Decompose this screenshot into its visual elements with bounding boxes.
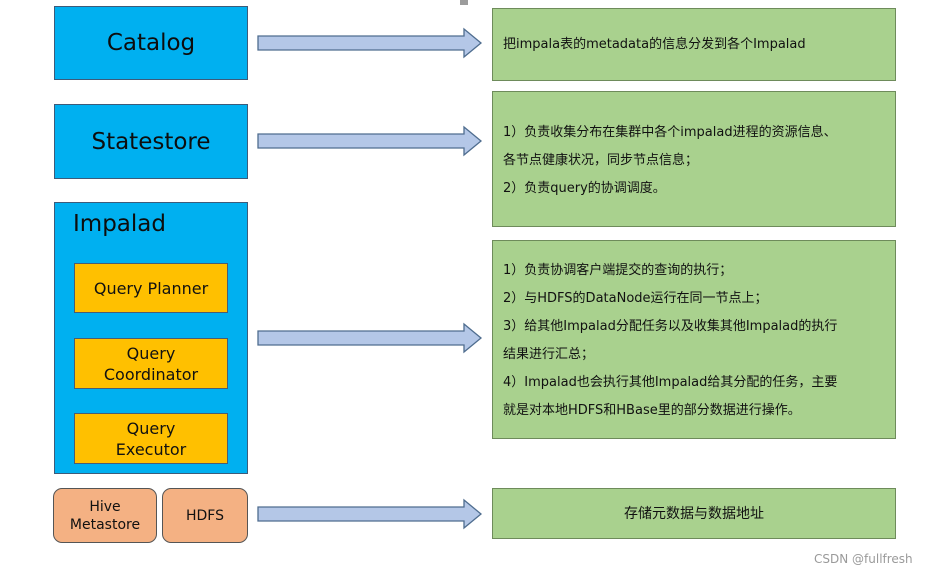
storage-description-box: 存储元数据与数据地址 bbox=[492, 488, 896, 539]
hive-metastore-label: Hive Metastore bbox=[69, 498, 141, 533]
statestore-label: Statestore bbox=[91, 128, 211, 155]
arrow-impalad bbox=[257, 322, 483, 354]
statestore-box: Statestore bbox=[54, 104, 248, 179]
storage-description: 存储元数据与数据地址 bbox=[624, 505, 764, 522]
query-executor-label: Query Executor bbox=[115, 418, 187, 459]
catalog-description-box: 把impala表的metadata的信息分发到各个Impalad bbox=[492, 8, 896, 81]
statestore-description-line-2: 各节点健康状况，同步节点信息； bbox=[503, 153, 699, 168]
query-coordinator-box: Query Coordinator bbox=[74, 338, 228, 389]
catalog-box: Catalog bbox=[54, 6, 248, 80]
query-coordinator-label: Query Coordinator bbox=[103, 343, 199, 384]
impalad-description-line-4: 结果进行汇总； bbox=[503, 347, 595, 362]
query-planner-label: Query Planner bbox=[93, 278, 209, 298]
query-executor-box: Query Executor bbox=[74, 413, 228, 464]
impalad-description-line-5: 4）Impalad也会执行其他Impalad给其分配的任务，主要 bbox=[503, 375, 838, 390]
statestore-description-line-3: 2）负责query的协调调度。 bbox=[503, 181, 666, 196]
impalad-description-line-6: 就是对本地HDFS和HBase里的部分数据进行操作。 bbox=[503, 403, 801, 418]
query-planner-box: Query Planner bbox=[74, 263, 228, 313]
impalad-description-line-3: 3）给其他Impalad分配任务以及收集其他Impalad的执行 bbox=[503, 319, 838, 334]
catalog-description: 把impala表的metadata的信息分发到各个Impalad bbox=[503, 36, 806, 52]
watermark: CSDN @fullfresh bbox=[814, 552, 913, 566]
arrow-catalog bbox=[257, 27, 483, 59]
statestore-description-line-1: 1）负责收集分布在集群中各个impalad进程的资源信息、 bbox=[503, 125, 837, 140]
impalad-description-line-1: 1）负责协调客户端提交的查询的执行； bbox=[503, 263, 733, 278]
hive-metastore-box: Hive Metastore bbox=[53, 488, 157, 543]
arrow-storage bbox=[257, 498, 483, 530]
catalog-label: Catalog bbox=[106, 30, 196, 56]
impalad-description-box: 1）负责协调客户端提交的查询的执行； 2）与HDFS的DataNode运行在同一… bbox=[492, 240, 896, 439]
impalad-description-line-2: 2）与HDFS的DataNode运行在同一节点上； bbox=[503, 291, 768, 306]
impalad-label: Impalad bbox=[73, 211, 166, 237]
hdfs-box: HDFS bbox=[162, 488, 248, 543]
top-edge-mark bbox=[460, 0, 468, 5]
arrow-statestore bbox=[257, 125, 483, 157]
hdfs-label: HDFS bbox=[185, 507, 224, 524]
statestore-description-box: 1）负责收集分布在集群中各个impalad进程的资源信息、 各节点健康状况，同步… bbox=[492, 91, 896, 227]
